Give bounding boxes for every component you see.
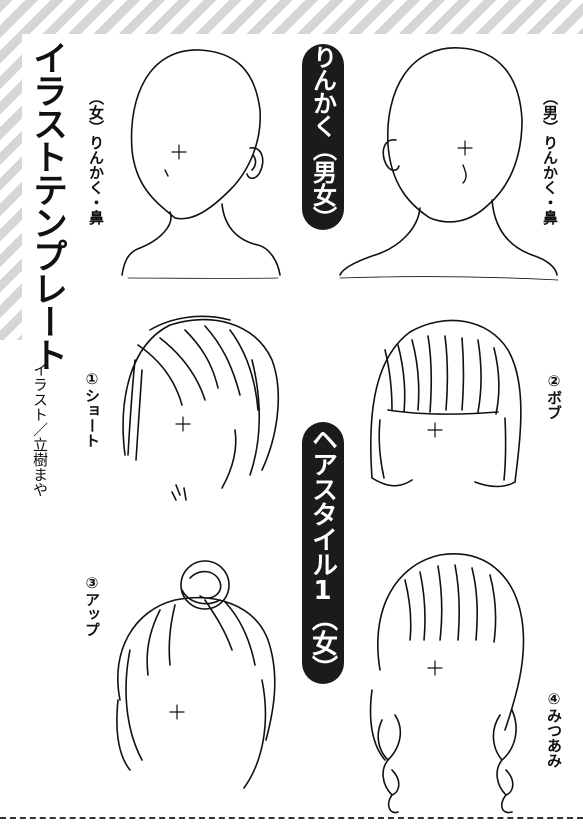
label-braid: ④みつあみ	[545, 690, 563, 768]
label-bob: ②ボブ	[545, 372, 563, 420]
short-hair-drawing	[122, 315, 280, 501]
section-title-face: りんかく（男女）	[302, 44, 344, 230]
label-female-face: （女）りんかく・鼻	[87, 90, 105, 225]
female-face-outline	[121, 49, 281, 279]
bob-hair-drawing	[370, 319, 522, 488]
braid-hair-drawing	[369, 553, 525, 814]
decorative-stripe-top	[0, 0, 583, 34]
label-short: ①ショート	[83, 370, 101, 448]
cut-line	[0, 817, 583, 819]
updo-hair-drawing	[116, 560, 276, 789]
page-title: イラストテンプレート	[27, 40, 67, 370]
section-title-hairstyle: ヘアスタイル1（女）	[302, 422, 344, 684]
illustrator-credit: イラスト／立樹まや	[31, 362, 49, 497]
male-face-outline	[339, 47, 559, 281]
label-up: ③アップ	[83, 574, 101, 637]
label-male-face: （男）りんかく・鼻	[541, 90, 559, 225]
decorative-stripe-left	[0, 0, 22, 340]
